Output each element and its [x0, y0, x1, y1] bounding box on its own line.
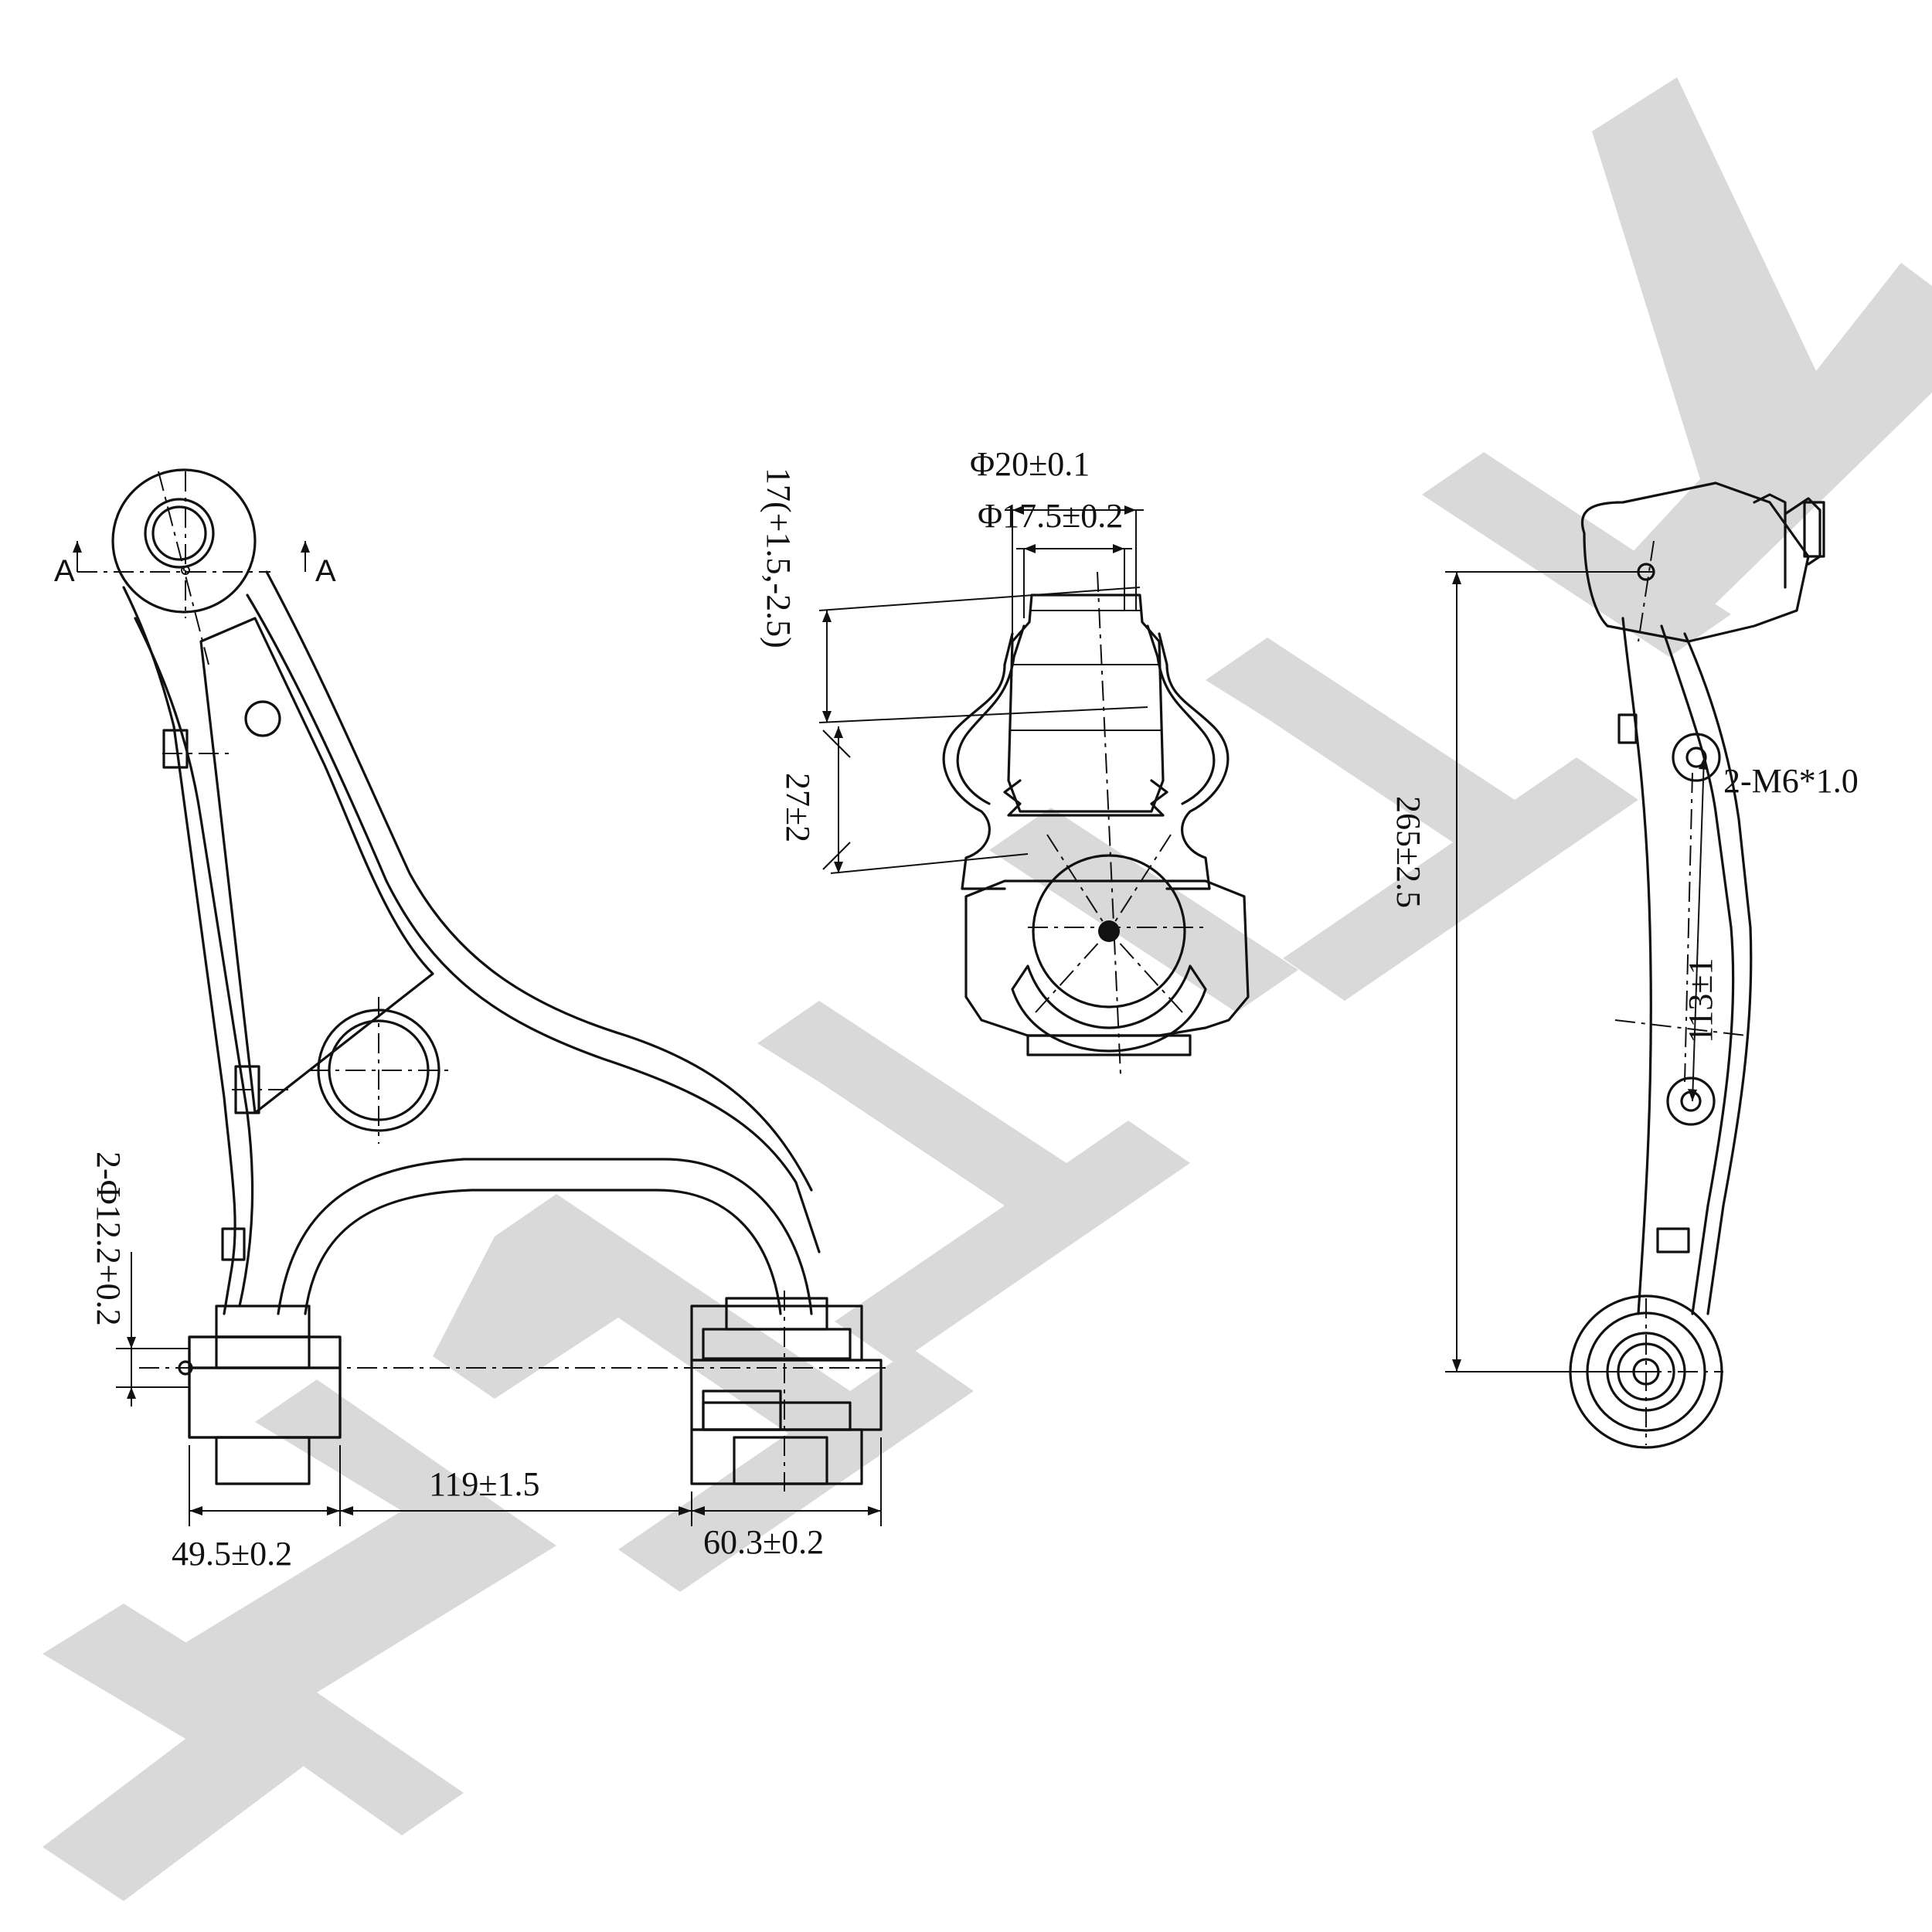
overall-height-dimension: 265±2.5: [1389, 796, 1427, 908]
front-view-control-arm: A A 2-Φ12.2+0.2 119±1.5 49.5±0.2 60.3±0.…: [54, 468, 889, 1573]
side-view-control-arm: 265±2.5 2-M6*1.0 113±1: [1389, 481, 1859, 1449]
bushing-spacing-dimension: 119±1.5: [429, 1465, 540, 1503]
thread-spec-callout: 2-M6*1.0: [1723, 762, 1859, 800]
watermark-logo: [43, 77, 1932, 1901]
section-mark-left: A: [54, 554, 75, 588]
stud-height-dimension: 27±2: [779, 773, 817, 842]
taper-length-dimension: 17(+1.5,-2.5): [760, 468, 798, 648]
ball-joint-section: Φ20±0.1 Φ17.5±0.2 17(+1.5,-2.5) 27±2: [760, 445, 1250, 1075]
left-bushing-width-dimension: 49.5±0.2: [172, 1535, 292, 1573]
right-bushing: [690, 1297, 883, 1485]
stud-diameter-inner: Φ17.5±0.2: [978, 497, 1123, 535]
section-mark-right: A: [315, 554, 336, 588]
bushing-hole-dimension: 2-Φ12.2+0.2: [90, 1151, 128, 1326]
hole-spacing-dimension: 113±1: [1682, 957, 1719, 1043]
stud-diameter-outer: Φ20±0.1: [970, 445, 1090, 483]
right-bushing-width-dimension: 60.3±0.2: [703, 1523, 824, 1561]
